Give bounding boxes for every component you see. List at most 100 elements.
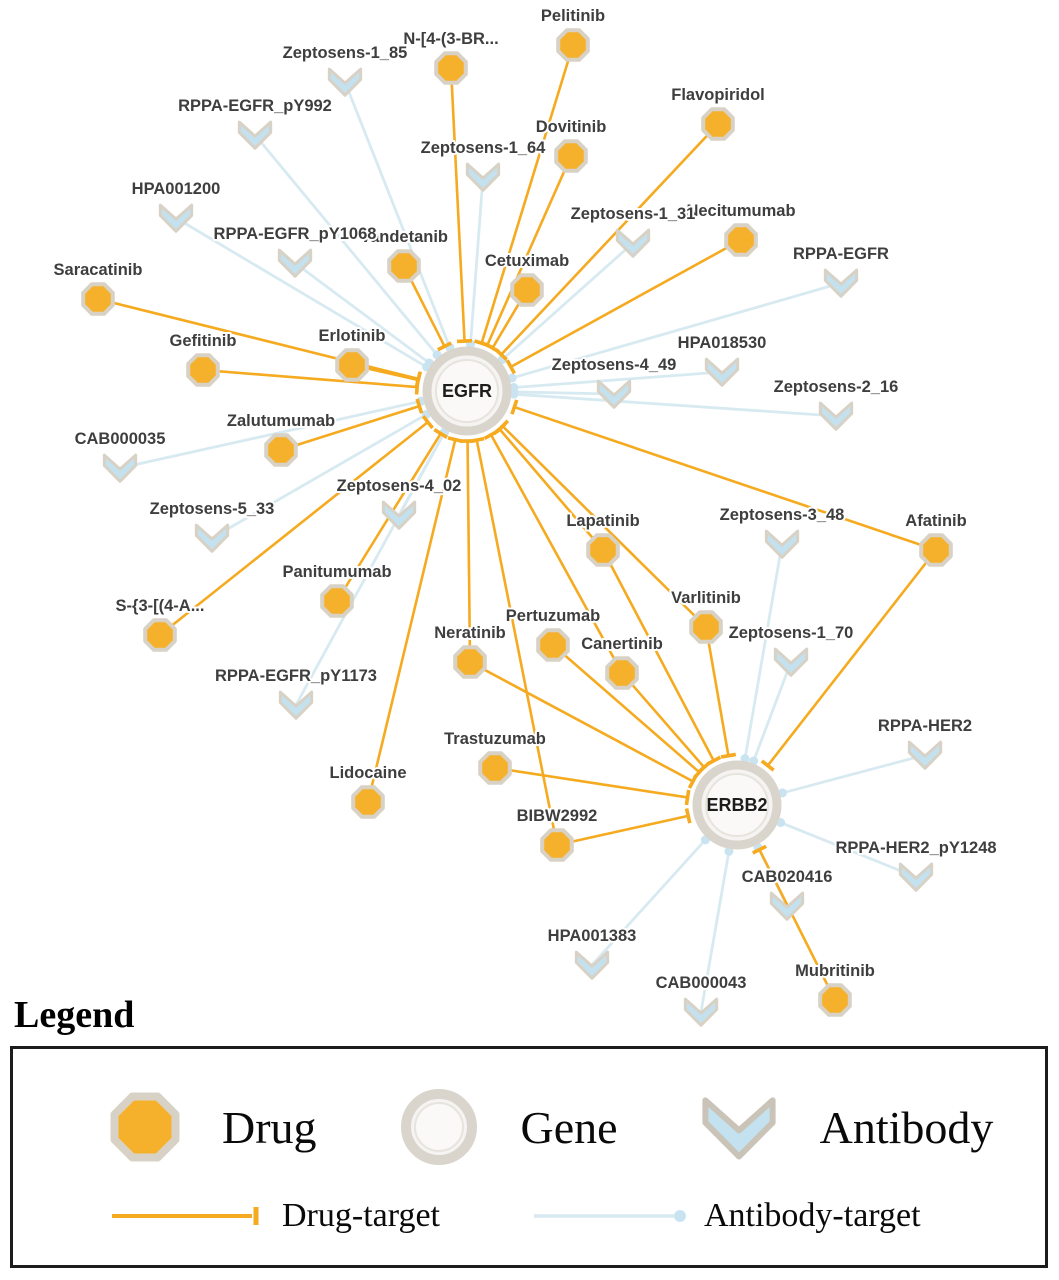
- node-label-necitumumab: Necitumumab: [686, 202, 795, 220]
- gene-node-inner-ring: [435, 359, 499, 423]
- node-label-zeptosens-1-85: Zeptosens-1_85: [283, 44, 408, 62]
- drug-target-edge: [280, 404, 420, 452]
- drug-node-trastuzumab: [478, 751, 512, 785]
- drug-node-saracatinib: [81, 282, 115, 316]
- inhibition-tee-icon: [684, 808, 692, 824]
- node-label-rppa-her2-py1248: RPPA-HER2_pY1248: [835, 839, 996, 857]
- node-label-varlitinib: Varlitinib: [671, 589, 741, 607]
- antibody-node-rppa-egfr-py1068: [277, 248, 313, 278]
- drug-target-edge: [501, 425, 707, 628]
- drug-target-edge: [494, 766, 688, 799]
- nodes: [81, 28, 953, 1027]
- drug-target-edge: [449, 67, 466, 342]
- drug-node-n-4-3-br: [434, 51, 468, 85]
- gene-circle-icon: [400, 1089, 477, 1165]
- node-label-rppa-egfr: RPPA-EGFR: [793, 245, 889, 263]
- inhibition-tee-icon: [483, 429, 499, 441]
- legend-edge-row: Drug-target Antibody-target: [108, 1197, 1045, 1235]
- drug-node-varlitinib: [689, 610, 723, 644]
- node-label-zeptosens-1-31: Zeptosens-1_31: [571, 205, 696, 223]
- antibody-target-edge: [294, 431, 446, 706]
- node-label-neratinib: Neratinib: [434, 624, 506, 642]
- antibody-target-edge: [211, 413, 427, 540]
- node-label-erlotinib: Erlotinib: [319, 327, 386, 345]
- inhibition-tee-icon: [414, 372, 422, 388]
- gene-label-erbb2: ERBB2: [706, 795, 767, 815]
- antibody-node-zeptosens-1-31: [615, 228, 651, 258]
- node-label-rppa-egfr-py1068: RPPA-EGFR_pY1068: [214, 225, 377, 243]
- drug-target-edge: [513, 405, 937, 552]
- node-label-cab020416: CAB020416: [742, 868, 833, 886]
- inhibition-tee-icon: [415, 398, 424, 414]
- drug-target-edge: [469, 660, 694, 783]
- node-label-saracatinib: Saracatinib: [54, 261, 143, 279]
- drug-target-edges: [97, 44, 938, 1001]
- drug-target-edge: [475, 439, 559, 846]
- node-label-s-3-4-a: S-{3-[(4-A...: [116, 597, 205, 615]
- drug-node-mubritinib: [818, 983, 852, 1017]
- gene-label-egfr: EGFR: [442, 381, 492, 401]
- drug-node-necitumumab: [724, 223, 758, 257]
- legend-node-row: Drug Gene Antibody: [108, 1075, 1045, 1179]
- inhibition-tee-icon: [433, 428, 449, 439]
- drug-node-zalutumumab: [264, 433, 298, 467]
- node-label-flavopiridol: Flavopiridol: [671, 86, 765, 104]
- legend-box: Drug Gene Antibody: [10, 1046, 1048, 1268]
- node-label-hpa018530: HPA018530: [678, 334, 767, 352]
- inhibition-tee-icon: [720, 752, 737, 759]
- node-label-bibw2992: BIBW2992: [517, 807, 598, 825]
- antibody-node-rppa-egfr-py1173: [278, 690, 314, 720]
- antibody-node-cab000035: [102, 453, 138, 483]
- antibody-node-zeptosens-3-48: [764, 529, 800, 559]
- node-label-zeptosens-3-48: Zeptosens-3_48: [720, 506, 845, 524]
- antibody-target-edge: [743, 543, 784, 759]
- antibody-node-rppa-egfr: [823, 268, 859, 298]
- drug-target-edge: [621, 672, 706, 769]
- drug-target-edge: [480, 44, 575, 344]
- antibody-target-edge: [699, 851, 731, 1013]
- node-label-zeptosens-4-02: Zeptosens-4_02: [337, 477, 462, 495]
- node-label-zeptosens-1-64: Zeptosens-1_64: [421, 139, 547, 157]
- node-label-mubritinib: Mubritinib: [795, 962, 875, 980]
- legend-gene-label: Gene: [520, 1101, 618, 1153]
- drug-target-edge: [366, 439, 457, 803]
- node-label-pertuzumab: Pertuzumab: [506, 607, 600, 625]
- antibody-target-edge: [513, 370, 723, 389]
- node-label-hpa001200: HPA001200: [132, 180, 221, 198]
- node-label-cetuximab: Cetuximab: [485, 252, 569, 270]
- node-label-zalutumumab: Zalutumumab: [227, 412, 335, 430]
- drug-target-edge: [552, 644, 701, 774]
- inhibition-tee-icon: [692, 765, 706, 780]
- inhibition-tee-icon: [485, 342, 500, 354]
- antibody-target-edge: [119, 399, 422, 470]
- gene-node-inner-ring: [705, 773, 769, 837]
- legend-antibody-label: Antibody: [819, 1101, 994, 1153]
- node-label-zeptosens-4-49: Zeptosens-4_49: [552, 356, 677, 374]
- legend-drug-label: Drug: [222, 1101, 317, 1153]
- legend-antibody-target-label: Antibody-target: [703, 1197, 921, 1234]
- antibody-node-zeptosens-1-85: [327, 67, 363, 97]
- node-label-n-4-3-br: N-[4-(3-BR...: [403, 30, 498, 48]
- inhibition-tee-icon: [760, 759, 775, 772]
- drug-target-edge: [510, 238, 742, 369]
- inhibition-tee-icon: [505, 359, 516, 375]
- inhibition-tee-icon: [421, 415, 434, 430]
- legend-item-antibody-target: Antibody-target: [530, 1197, 921, 1235]
- antibody-node-zeptosens-2-16: [818, 401, 854, 431]
- drug-node-lidocaine: [351, 785, 385, 819]
- drug-node-vandetanib: [387, 249, 421, 283]
- drug-target-edge: [601, 549, 715, 762]
- drug-node-flavopiridol: [701, 107, 735, 141]
- drug-node-bibw2992: [540, 828, 574, 862]
- legend-drug-target-label: Drug-target: [282, 1197, 440, 1234]
- drug-node-lapatinib: [586, 533, 620, 567]
- drug-node-dovitinib: [554, 139, 588, 173]
- antibody-target-edge: [513, 392, 837, 418]
- node-label-pelitinib: Pelitinib: [541, 7, 605, 25]
- antibody-target-line-icon: [533, 1210, 686, 1222]
- drug-octagon-icon: [110, 1092, 180, 1162]
- drug-target-edge: [498, 428, 604, 551]
- antibody-target-edge: [590, 838, 707, 966]
